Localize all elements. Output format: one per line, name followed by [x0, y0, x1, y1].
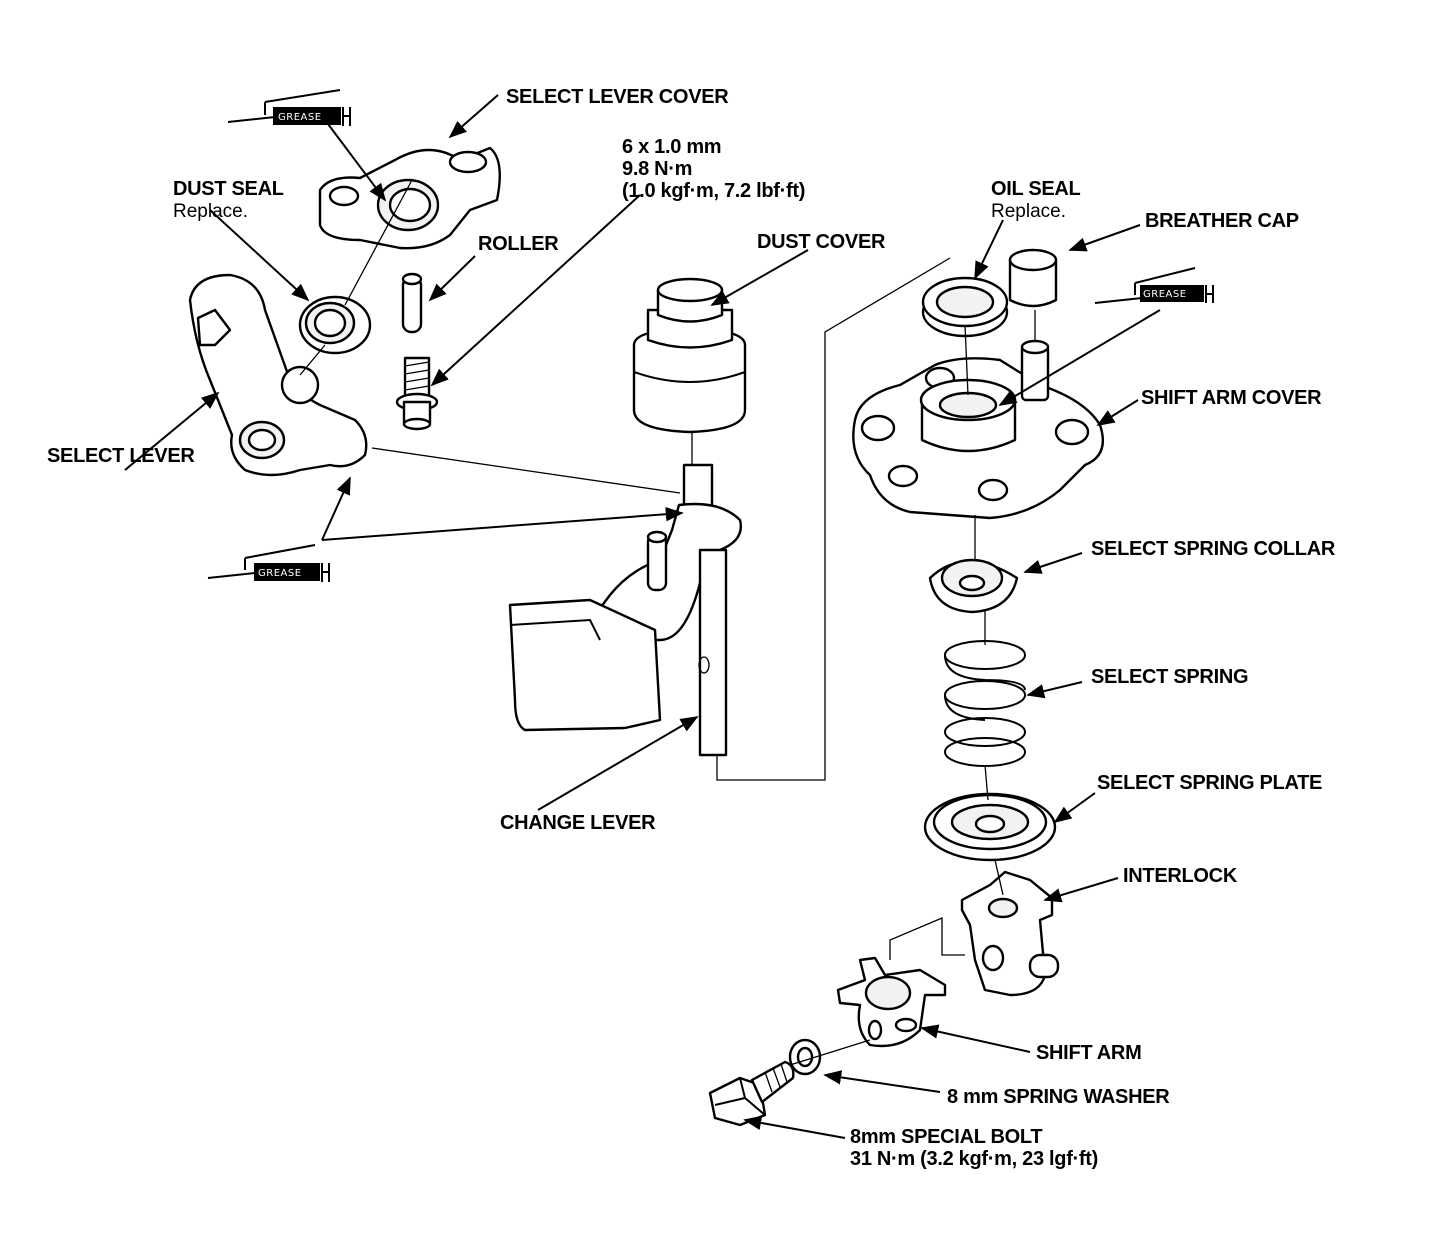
label-oil-seal: OIL SEAL [991, 178, 1081, 200]
grease-tag-3: GREASE [1143, 289, 1187, 300]
label-breather-cap: BREATHER CAP [1145, 210, 1299, 232]
label-select-spring-plate: SELECT SPRING PLATE [1097, 772, 1322, 794]
grease-tag-2: GREASE [258, 568, 302, 579]
label-special-bolt-torque: 31 N·m (3.2 kgf·m, 23 lgf·ft) [850, 1148, 1098, 1170]
label-shift-arm-cover: SHIFT ARM COVER [1141, 387, 1322, 409]
shift-arm-part [836, 956, 947, 1048]
breather-cap-part [1008, 248, 1058, 308]
grease-icon: GREASE [1094, 267, 1214, 304]
label-dust-cover: DUST COVER [757, 231, 886, 253]
label-special-bolt: 8mm SPECIAL BOLT [850, 1126, 1042, 1148]
roller-part [401, 272, 423, 334]
shift-arm-cover-part [852, 339, 1105, 520]
oil-seal-part [921, 276, 1009, 338]
label-interlock: INTERLOCK [1123, 865, 1238, 887]
flange-bolt-part [395, 356, 439, 431]
label-select-lever-cover: SELECT LEVER COVER [506, 86, 729, 108]
label-dust-seal: DUST SEAL [173, 178, 284, 200]
select-lever-part [188, 273, 368, 477]
select-spring-plate-part [923, 792, 1057, 862]
label-shift-arm: SHIFT ARM [1036, 1042, 1141, 1064]
change-lever-part [508, 463, 742, 757]
label-select-lever: SELECT LEVER [47, 445, 195, 467]
label-change-lever: CHANGE LEVER [500, 812, 656, 834]
label-oil-seal-note: Replace. [991, 201, 1066, 222]
label-bolt-torque: 9.8 N·m [622, 158, 692, 180]
grease-icon: GREASE [227, 89, 351, 126]
label-bolt-torque-alt: (1.0 kgf·m, 7.2 lbf·ft) [622, 180, 805, 202]
select-lever-cover-part [318, 146, 501, 250]
label-select-spring: SELECT SPRING [1091, 666, 1248, 688]
assembly-lines [299, 179, 1036, 1066]
special-bolt-part [708, 1060, 795, 1127]
grease-tag-1: GREASE [278, 112, 322, 123]
select-spring-part [944, 640, 1026, 767]
label-dust-seal-note: Replace. [173, 201, 248, 222]
label-select-spring-collar: SELECT SPRING COLLAR [1091, 538, 1336, 560]
label-bolt-size: 6 x 1.0 mm [622, 136, 721, 158]
leader-arrows [124, 94, 1161, 1139]
grease-icon: GREASE [207, 544, 330, 582]
label-roller: ROLLER [478, 233, 559, 255]
select-spring-collar-part [928, 558, 1019, 614]
dust-cover-part [632, 277, 747, 434]
label-spring-washer: 8 mm SPRING WASHER [947, 1086, 1170, 1108]
interlock-part [960, 870, 1060, 997]
dust-seal-part [298, 295, 372, 355]
labels: SELECT LEVER COVER 6 x 1.0 mm 9.8 N·m (1… [47, 86, 1336, 1170]
